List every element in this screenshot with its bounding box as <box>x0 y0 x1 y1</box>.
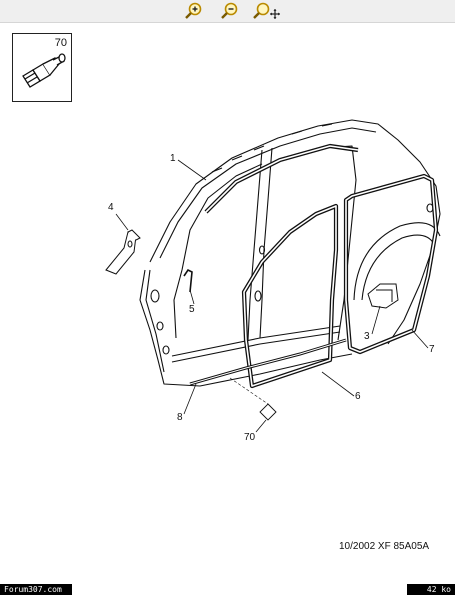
callout-5: 5 <box>189 304 195 315</box>
upper-frame-seal <box>204 143 359 214</box>
leader-70 <box>255 419 267 433</box>
zoom-out-icon <box>221 2 238 19</box>
clip-fastener-image <box>22 53 66 88</box>
reference-code: 10/2002 XF 85A05A <box>339 541 430 552</box>
callout-6: 6 <box>355 391 361 402</box>
callout-8: 8 <box>177 412 183 423</box>
leader-1 <box>177 159 207 181</box>
inset-box: 70 <box>12 33 72 102</box>
callout-7: 7 <box>429 344 435 355</box>
zoom-out-button[interactable] <box>219 1 241 21</box>
zoom-in-icon <box>185 2 202 19</box>
leader-6 <box>321 371 355 397</box>
leader-5 <box>189 289 195 305</box>
callout-70: 70 <box>244 432 256 443</box>
rear-door-seal <box>343 173 439 355</box>
inset-label: 70 <box>54 37 67 49</box>
clip-marker <box>259 403 277 421</box>
leader-3 <box>371 305 381 335</box>
bracket-part <box>105 231 137 275</box>
footer-file-size: 42 ko <box>407 584 455 595</box>
callout-1: 1 <box>170 153 176 164</box>
zoom-move-icon <box>253 2 280 19</box>
zoom-move-button[interactable] <box>252 1 282 21</box>
callout-4: 4 <box>108 202 114 213</box>
zoom-in-button[interactable] <box>183 1 205 21</box>
footer: Forum307.com 42 ko <box>0 584 455 597</box>
leader-7 <box>411 329 429 349</box>
rear-bracket-part <box>367 283 399 309</box>
toolbar <box>0 0 455 23</box>
leader-4 <box>115 213 129 231</box>
footer-site-link[interactable]: Forum307.com <box>0 584 72 595</box>
leader-8 <box>183 383 197 415</box>
callout-3: 3 <box>364 331 370 342</box>
pillar-seal-strip <box>183 268 193 293</box>
